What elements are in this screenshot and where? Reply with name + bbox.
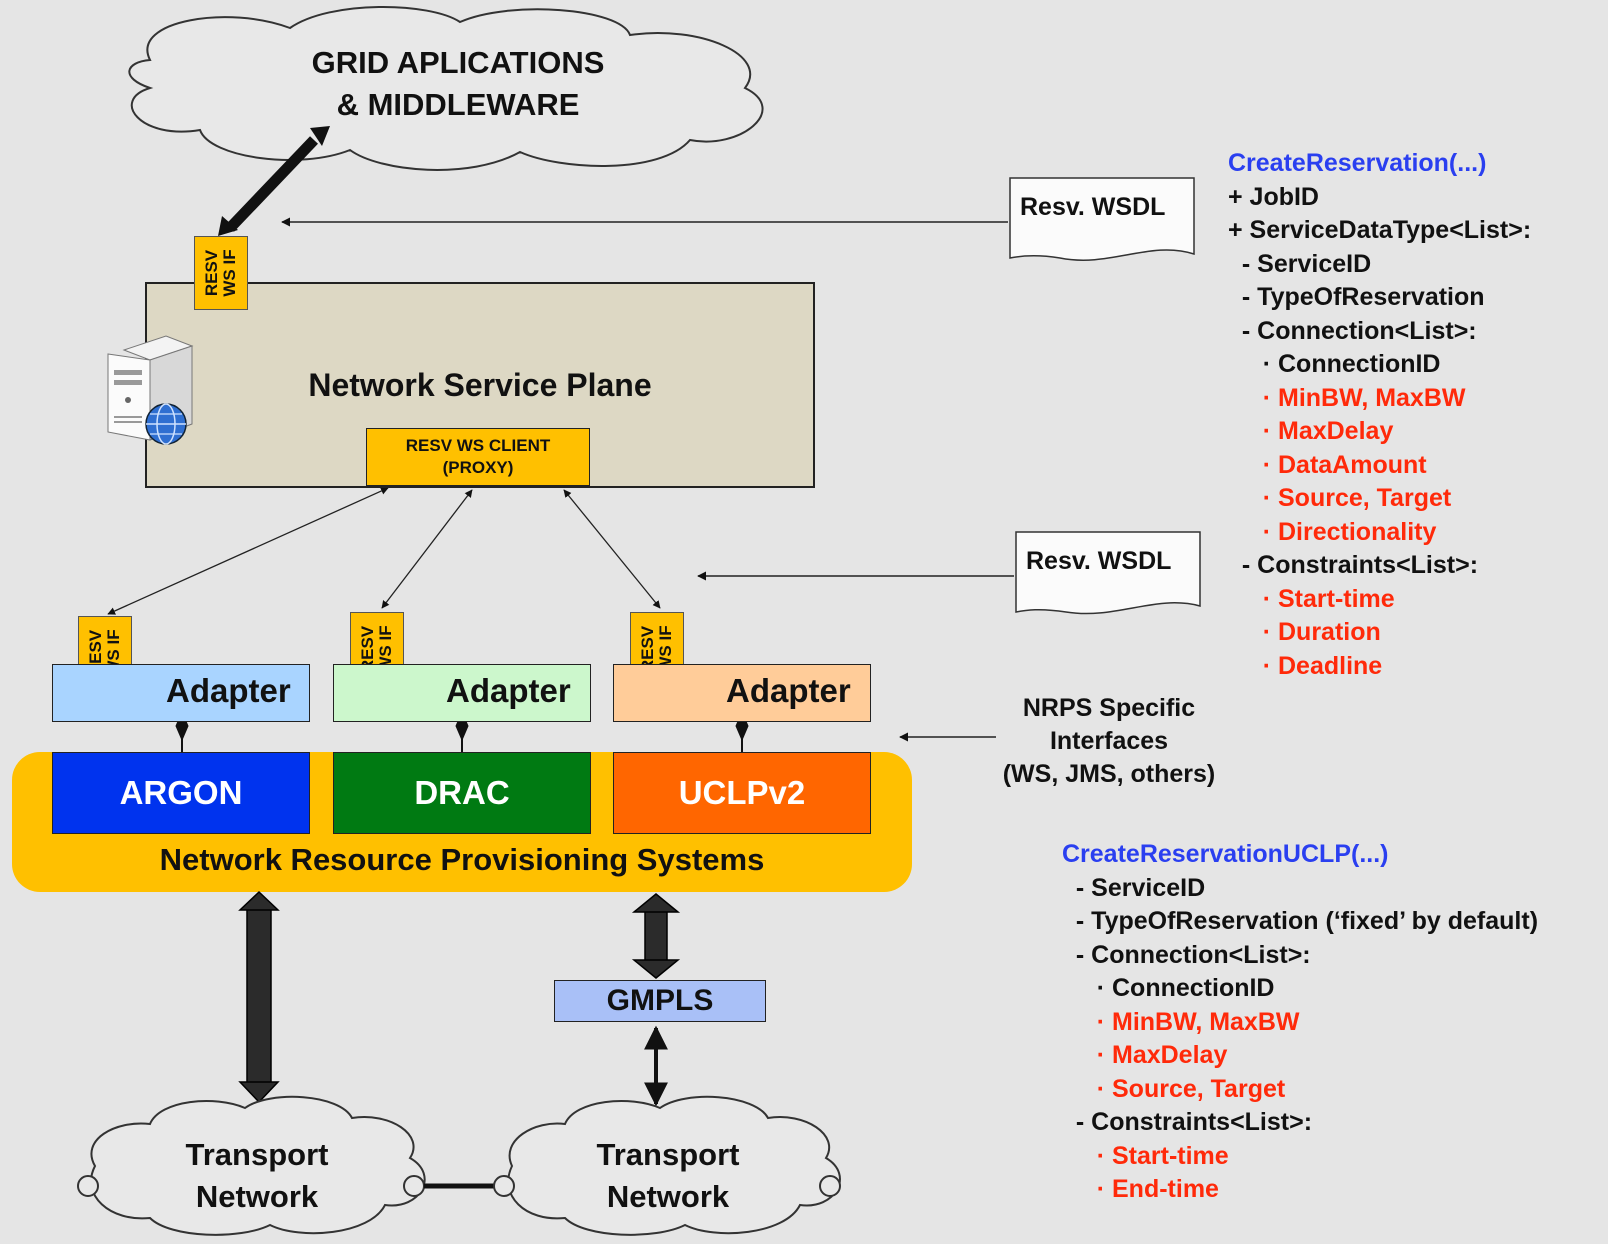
nrps-note-line1: NRPS Specific <box>1022 694 1196 722</box>
create-reservation-spec: CreateReservation(...) + JobID + ServiceD… <box>1228 147 1531 683</box>
server-globe-icon <box>104 328 196 448</box>
adapter-uclp <box>613 664 871 722</box>
adapter-argon-label: Adapter <box>166 672 291 709</box>
create-reservation-uclp-line: · MinBW, MaxBW <box>1062 1007 1300 1036</box>
system-uclpv2: UCLPv2 <box>613 752 871 834</box>
wsdl-document-top <box>1009 177 1195 261</box>
create-reservation-line: · DataAmount <box>1228 450 1427 479</box>
proxy-uclp-arrow <box>563 489 661 609</box>
create-reservation-line: + JobID <box>1228 182 1319 211</box>
create-reservation-line: · Start-time <box>1228 584 1395 613</box>
cloud-top-line2: & MIDDLEWARE <box>337 87 580 122</box>
resv-ws-if-tag-nsp: RESV WS IF <box>194 236 248 310</box>
nrps-specific-interfaces-note: NRPS Specific Interfaces (WS, JMS, other… <box>974 692 1244 791</box>
adapter-argon <box>52 664 310 722</box>
create-reservation-line: · Duration <box>1228 618 1381 646</box>
proxy-line1: RESV WS CLIENT <box>405 436 551 455</box>
create-reservation-uclp-title: CreateReservationUCLP(...) <box>1062 840 1389 868</box>
nrps-title: Network Resource Provisioning Systems <box>159 842 765 877</box>
nsp-title: Network Service Plane <box>308 366 652 403</box>
create-reservation-line: - TypeOfReservation <box>1228 283 1485 311</box>
create-reservation-line: - Connection<List>: <box>1228 316 1477 345</box>
create-reservation-uclp-line: - Connection<List>: <box>1062 940 1311 969</box>
nrps-transport-thick-arrow <box>238 890 280 1104</box>
create-reservation-line: · MinBW, MaxBW <box>1228 383 1466 412</box>
create-reservation-line: · Deadline <box>1228 651 1383 680</box>
grid-applications-cloud: GRID APLICATIONS & MIDDLEWARE <box>128 6 764 171</box>
create-reservation-line: · Directionality <box>1228 517 1437 546</box>
adapter-uclp-label: Adapter <box>726 672 851 709</box>
resv-ws-client-proxy: RESV WS CLIENT (PROXY) <box>366 428 590 486</box>
transport-left-line1: Transport <box>186 1137 329 1172</box>
create-reservation-line: - Constraints<List>: <box>1228 551 1479 579</box>
create-reservation-uclp-line: - ServiceID <box>1062 873 1206 902</box>
wsdl-label-middle: Resv. WSDL <box>1026 547 1172 575</box>
transport-left-line2: Network <box>196 1179 319 1214</box>
transport-right-line1: Transport <box>597 1137 740 1172</box>
create-reservation-line: · ConnectionID <box>1228 350 1441 378</box>
create-reservation-line: + ServiceDataType<List>: <box>1228 216 1532 244</box>
system-drac-label: DRAC <box>414 774 510 811</box>
create-reservation-line: · Source, Target <box>1228 484 1452 512</box>
create-reservation-line: - ServiceID <box>1228 249 1372 278</box>
nrps-note-line2: Interfaces <box>1049 727 1169 755</box>
system-argon-label: ARGON <box>119 774 243 811</box>
create-reservation-uclp-line: - Constraints<List>: <box>1062 1108 1313 1136</box>
create-reservation-title: CreateReservation(...) <box>1228 149 1487 177</box>
transport-cloud-left: Transport Network <box>77 1095 426 1236</box>
nrps-note-line3: (WS, JMS, others) <box>1002 760 1216 788</box>
system-argon: ARGON <box>52 752 310 834</box>
create-reservation-uclp-line: · End-time <box>1062 1175 1219 1203</box>
create-reservation-uclp-line: · ConnectionID <box>1062 974 1275 1002</box>
nrps-gmpls-thick-arrow <box>631 893 681 979</box>
wsdl-document-middle <box>1015 531 1201 615</box>
transport-cloud-right: Transport Network <box>493 1095 841 1236</box>
adapter-drac <box>333 664 591 722</box>
create-reservation-uclp-line: · Source, Target <box>1062 1074 1286 1103</box>
create-reservation-uclp-line: · MaxDelay <box>1062 1041 1228 1069</box>
create-reservation-line: · MaxDelay <box>1228 417 1394 445</box>
transport-right-line2: Network <box>607 1179 730 1214</box>
system-uclpv2-label: UCLPv2 <box>678 774 806 811</box>
gmpls-label: GMPLS <box>606 984 714 1017</box>
proxy-argon-arrow <box>107 487 389 615</box>
create-reservation-uclp-spec: CreateReservationUCLP(...) - ServiceID -… <box>1062 838 1538 1207</box>
proxy-drac-arrow <box>381 489 473 609</box>
create-reservation-uclp-line: - TypeOfReservation (‘fixed’ by default) <box>1062 907 1539 935</box>
proxy-line2: (PROXY) <box>442 458 514 477</box>
system-drac: DRAC <box>333 752 591 834</box>
cloud-top-line1: GRID APLICATIONS <box>312 45 605 80</box>
create-reservation-uclp-line: · Start-time <box>1062 1141 1229 1170</box>
gmpls-box: GMPLS <box>554 980 766 1022</box>
cloud-nsp-thick-arrow <box>218 126 330 236</box>
wsdl-label-top: Resv. WSDL <box>1020 193 1166 221</box>
adapter-drac-label: Adapter <box>446 672 571 709</box>
